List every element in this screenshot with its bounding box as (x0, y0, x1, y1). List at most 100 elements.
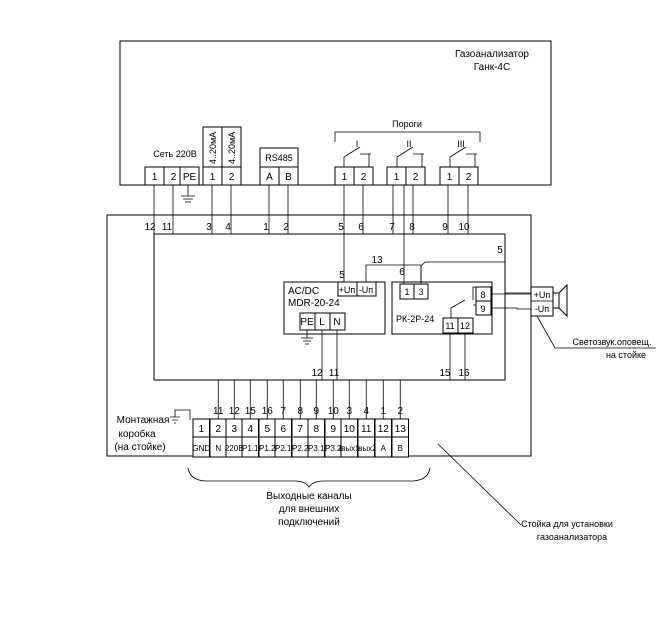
threshold-id-3: III (457, 139, 465, 149)
jb-terminal-name: P1.2 (259, 444, 276, 453)
psu-out-minus-terminal (356, 281, 377, 297)
inner-num-13: 13 (371, 255, 383, 266)
analyzer-terminal-label: 1 (210, 172, 216, 183)
current-out-2-label: 4..20мА (227, 132, 237, 164)
box-wire-number: 1 (263, 222, 269, 233)
thresholds-bracket (334, 131, 481, 142)
junction-box-terminal-strip: 1GND2N3220В4P1.15P1.26P2.17P2.28P3.19P3.… (192, 418, 409, 458)
jb-wire-number: 12 (229, 406, 241, 417)
jb-terminal-number: 3 (231, 424, 237, 435)
jb-wire-number: 2 (397, 406, 403, 417)
rack-leader-line (437, 443, 522, 526)
jb-terminal-name-cell (391, 436, 409, 458)
jb-wire-number: 4 (363, 406, 369, 417)
analyzer-terminal-label: B (285, 172, 292, 183)
output-channels-1: Выходные каналы (266, 491, 351, 502)
jb-wire-number: 16 (262, 406, 274, 417)
analyzer-terminal (179, 166, 200, 186)
box-wire-number: 10 (458, 222, 470, 233)
analyzer-terminal-label: A (266, 172, 273, 183)
jb-terminal-name: N (215, 444, 221, 453)
siren-minus: -Uп (535, 304, 549, 314)
analyzer-terminal-label: 2 (413, 172, 419, 183)
jb-wire-number: 9 (313, 406, 319, 417)
siren-terminal-block (530, 286, 554, 317)
siren-horn-icon (553, 283, 568, 318)
analyzer-terminal-label: 2 (466, 172, 472, 183)
psu-in-n: N (333, 317, 340, 328)
psu-ground-icon (301, 330, 313, 345)
psu-in-l: L (319, 317, 325, 328)
relay-t8: 8 (480, 290, 485, 300)
jb-terminal-name: Iвых2 (356, 444, 377, 453)
relay-model: РК-2Р-24 (396, 314, 434, 324)
siren-leader-line (536, 315, 656, 349)
analyzer-terminal-label: 1 (342, 172, 348, 183)
jb-terminal-name: 220В (225, 444, 244, 453)
psu-title: AC/DC (288, 286, 319, 297)
box-wire-number: 11 (162, 222, 173, 233)
analyzer-terminal-label: 1 (152, 172, 158, 183)
jb-terminal-name: A (381, 444, 387, 453)
rack-label-2: газоанализатора (537, 532, 607, 542)
analyzer-terminal (405, 166, 426, 186)
analyzer-terminal-label: PE (183, 172, 197, 183)
jb-wire-number: 7 (280, 406, 286, 417)
siren-label: Светозвук.оповещ. (573, 337, 652, 347)
jb-terminal-name: GND (192, 444, 210, 453)
jb-terminal-number: 9 (330, 424, 336, 435)
inner-num-5a: 5 (339, 270, 345, 281)
relay-t9: 9 (480, 304, 485, 314)
box-wire-number: 3 (206, 222, 212, 233)
inner-num-6: 6 (399, 267, 405, 278)
jb-wire-number: 11 (213, 406, 224, 417)
rack-label-1: Стойка для установки (521, 519, 613, 529)
jb-label-1: Монтажная (117, 415, 170, 426)
jb-terminal-number: 7 (297, 424, 303, 435)
box-wire-number: 6 (358, 222, 364, 233)
rs485-label: RS485 (265, 153, 293, 163)
jb-terminal-number: 1 (198, 424, 204, 435)
box-wire-number: 12 (144, 222, 156, 233)
jb-terminal-name: Iвых1 (339, 444, 360, 453)
analyzer-terminal (221, 166, 242, 186)
jb-terminal-number: 2 (215, 424, 221, 435)
analyzer-title: Газоанализатор (455, 49, 529, 60)
output-channels-2: для внешних (279, 504, 339, 515)
analyzer-to-box-wires (153, 185, 469, 234)
jb-label-3: (на стойке) (114, 442, 165, 453)
output-channels-3: подключений (278, 517, 340, 528)
siren-plus: +Uп (534, 290, 551, 300)
jb-terminal-number: 11 (361, 424, 372, 435)
power-label: Сеть 220В (153, 149, 197, 159)
jb-ground-icon (170, 416, 180, 424)
relay-t12: 12 (460, 321, 470, 331)
box-wire-number: 8 (409, 222, 415, 233)
jb-terminal-number: 4 (247, 424, 253, 435)
relay-t3: 3 (418, 287, 423, 297)
jb-wire-number: 3 (346, 406, 352, 417)
jb-terminal-name: P3.1 (308, 444, 325, 453)
analyzer-terminal (278, 166, 299, 186)
relay-contact-icon (450, 286, 476, 318)
jb-wire-number: 8 (297, 406, 303, 417)
jb-terminal-number: 13 (395, 424, 407, 435)
threshold-id-2: II (406, 139, 411, 149)
relay-terminal-12 (457, 317, 474, 334)
jb-terminal-name: P1.1 (242, 444, 259, 453)
psu-n-terminal (329, 312, 346, 331)
relay-t11: 11 (445, 321, 454, 331)
jb-terminal-name: P2.1 (275, 444, 292, 453)
jb-terminal-number: 6 (280, 424, 286, 435)
thresholds-label: Пороги (392, 119, 422, 129)
siren-label-2: на стойке (606, 350, 646, 360)
analyzer-terminal-label: 2 (171, 172, 177, 183)
jb-terminal-number: 5 (264, 424, 270, 435)
inner-num-15: 15 (439, 368, 451, 379)
jb-terminal-number: 12 (378, 424, 390, 435)
junction-box-inner (153, 233, 506, 381)
output-channels-brace (187, 467, 431, 488)
analyzer-terminal-label: 2 (229, 172, 235, 183)
relay-t1: 1 (404, 287, 409, 297)
